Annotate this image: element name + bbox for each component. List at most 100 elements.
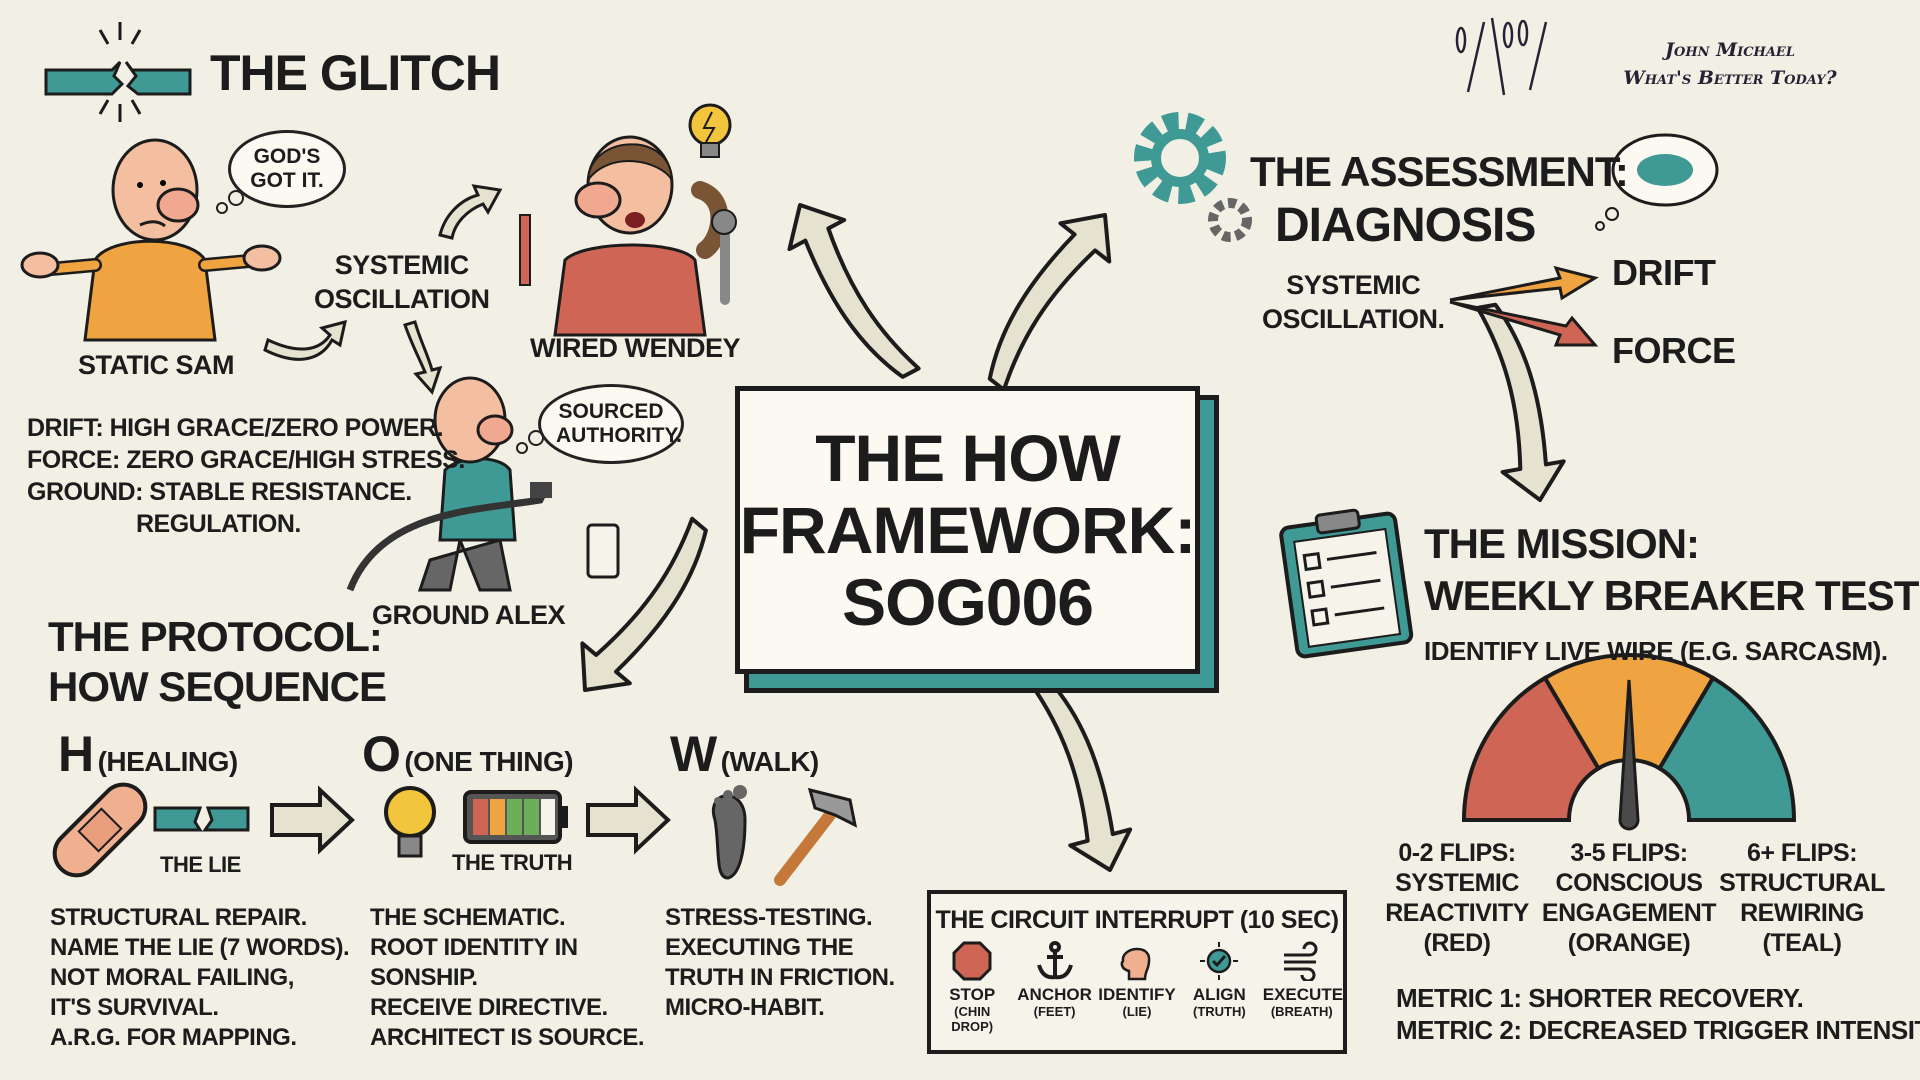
desc-line: RECEIVE DIRECTIVE.	[370, 994, 608, 1021]
circuit-step-identify: IDENTIFY(LIE)	[1098, 941, 1176, 1034]
assessment-title-line: DIAGNOSIS	[1275, 199, 1536, 252]
lightbulb-icon	[384, 786, 436, 858]
circuit-step-sub: (CHIN DROP)	[951, 1004, 994, 1034]
desc-line: TRUTH IN FRICTION.	[665, 964, 895, 991]
framework-title-box: THE HOW FRAMEWORK: SOG006	[735, 386, 1200, 674]
step-name: (ONE THING)	[404, 746, 574, 777]
circuit-step-execute: EXECUTE(BREATH)	[1262, 941, 1344, 1034]
circuit-step-sub: (TRUTH)	[1193, 1004, 1246, 1019]
bandage-icon	[52, 782, 148, 878]
arrow-h-to-o	[270, 785, 355, 855]
lightbulb-idea-icon	[688, 103, 732, 158]
range-line: REWIRING	[1740, 899, 1864, 927]
outcome-force: FORCE	[1612, 330, 1736, 371]
gear-icon	[1134, 112, 1226, 204]
circuit-step-name: ANCHOR	[1017, 985, 1092, 1004]
arrow-to-glitch	[774, 190, 923, 396]
mission-title: THE MISSION: WEEKLY BREAKER TEST	[1424, 518, 1919, 622]
wired-wendey-figure	[519, 135, 737, 337]
range-line: CONSCIOUS	[1555, 869, 1703, 897]
range-line: (ORANGE)	[1567, 929, 1691, 957]
arrow-to-drift	[1449, 265, 1599, 302]
desc-line: SONSHIP.	[370, 964, 478, 991]
metric-line: METRIC 2: DECREASED TRIGGER INTENSITY.	[1396, 1015, 1920, 1045]
small-gear-icon	[1208, 198, 1252, 242]
broken-wire-icon	[44, 22, 192, 122]
alex-thought-text: SOURCED AUTHORITY.	[556, 400, 682, 447]
mission-title-line: WEEKLY BREAKER TEST	[1424, 572, 1919, 619]
step-name: (WALK)	[720, 746, 820, 777]
definitions-list: DRIFT: HIGH GRACE/ZERO POWER. FORCE: ZER…	[27, 412, 465, 540]
desc-line: NOT MORAL FAILING,	[50, 964, 294, 991]
the-truth-caption: THE TRUTH	[452, 850, 573, 875]
desc-line: IT'S SURVIVAL.	[50, 994, 219, 1021]
oscillation-line: SYSTEMIC	[334, 250, 470, 280]
range-teal: 6+ FLIPS: STRUCTURAL REWIRING (TEAL)	[1707, 838, 1897, 958]
hammer-icon	[774, 787, 858, 886]
desc-line: MICRO-HABIT.	[665, 994, 825, 1021]
arrow-oscillation-to-wendey	[438, 184, 503, 240]
broken-wire-lie-icon	[153, 806, 250, 832]
assessment-source: SYSTEMIC OSCILLATION.	[1262, 268, 1445, 336]
protocol-title-line: HOW SEQUENCE	[48, 663, 387, 710]
protocol-title-line: THE PROTOCOL:	[48, 613, 383, 660]
plug-icon	[530, 482, 552, 498]
alex-thought-bubble: SOURCED AUTHORITY.	[538, 384, 684, 464]
signature: John Michael What's Better Today?	[1590, 36, 1870, 92]
screwdriver-icon	[519, 214, 531, 286]
definition-force: FORCE: ZERO GRACE/HIGH STRESS.	[27, 446, 465, 474]
thought-cloud-icon	[1595, 133, 1719, 231]
sam-thought-text: GOD'S GOT IT.	[250, 145, 324, 192]
range-line: STRUCTURAL	[1719, 869, 1885, 897]
check-sun-icon	[1200, 942, 1239, 980]
step-h-description: STRUCTURAL REPAIR. NAME THE LIE (7 WORDS…	[50, 903, 350, 1053]
metric-line: METRIC 1: SHORTER RECOVERY.	[1396, 983, 1804, 1013]
glitch-title: THE GLITCH	[210, 45, 501, 101]
circuit-step-name: EXECUTE	[1262, 985, 1344, 1004]
footprint-icon	[711, 785, 747, 880]
arrow-to-assessment	[956, 194, 1133, 395]
step-letter: W	[670, 726, 717, 782]
oscillation-line: OSCILLATION	[314, 284, 490, 314]
signature-figures-icon	[1455, 17, 1548, 96]
desc-line: ROOT IDENTITY IN	[370, 934, 578, 961]
anchor-icon	[1036, 941, 1073, 980]
desc-line: NAME THE LIE (7 WORDS).	[50, 934, 350, 961]
signature-name: John Michael	[1665, 39, 1795, 61]
framework-title-line: THE HOW	[815, 421, 1121, 495]
framework-code: SOG006	[842, 565, 1094, 639]
mission-subtitle: IDENTIFY LIVE WIRE (E.G. SARCASM).	[1424, 636, 1888, 666]
signature-tagline: What's Better Today?	[1623, 67, 1837, 89]
assessment-title-line: THE ASSESSMENT:	[1250, 148, 1629, 195]
range-red: 0-2 FLIPS: SYSTEMIC REACTIVITY (RED)	[1362, 838, 1552, 958]
mission-metrics: METRIC 1: SHORTER RECOVERY. METRIC 2: DE…	[1396, 982, 1920, 1046]
assessment-title: THE ASSESSMENT: DIAGNOSIS	[1250, 145, 1629, 253]
circuit-title: THE CIRCUIT INTERRUPT (10 SEC)	[935, 906, 1339, 934]
sam-thought-bubble: GOD'S GOT IT.	[228, 130, 346, 208]
definition-ground: GROUND: STABLE RESISTANCE.	[27, 478, 412, 506]
step-w-heading: W (WALK)	[670, 725, 819, 783]
wired-wendey-label: WIRED WENDEY	[530, 333, 741, 363]
ground-alex-figure	[346, 376, 620, 592]
protocol-title: THE PROTOCOL: HOW SEQUENCE	[48, 612, 387, 712]
range-line: ENGAGEMENT	[1541, 899, 1717, 927]
range-line: 6+ FLIPS:	[1746, 839, 1858, 867]
circuit-steps: STOP(CHIN DROP) ANCHOR(FEET) IDENTIFY(LIE)…	[931, 941, 1343, 1034]
definition-drift: DRIFT: HIGH GRACE/ZERO POWER.	[27, 414, 444, 442]
systemic-oscillation-label: SYSTEMIC OSCILLATION	[314, 248, 490, 316]
gauge-needle	[1618, 679, 1640, 831]
outcome-drift: DRIFT	[1612, 252, 1716, 293]
circuit-step-sub: (FEET)	[1033, 1004, 1076, 1019]
circuit-step-stop: STOP(CHIN DROP)	[933, 941, 1011, 1034]
step-h-heading: H (HEALING)	[58, 725, 238, 783]
clipboard-checklist-icon	[1279, 508, 1414, 659]
step-o-description: THE SCHEMATIC. ROOT IDENTITY IN SONSHIP.…	[370, 903, 645, 1053]
circuit-step-name: IDENTIFY	[1098, 985, 1176, 1004]
desc-line: EXECUTING THE	[665, 934, 854, 961]
circuit-interrupt-box: THE CIRCUIT INTERRUPT (10 SEC) STOP(CHIN…	[927, 890, 1347, 1054]
battery-icon	[463, 790, 568, 844]
gauge-segment-teal	[1656, 675, 1797, 822]
range-line: (TEAL)	[1762, 929, 1842, 957]
arrow-to-force	[1449, 300, 1599, 347]
